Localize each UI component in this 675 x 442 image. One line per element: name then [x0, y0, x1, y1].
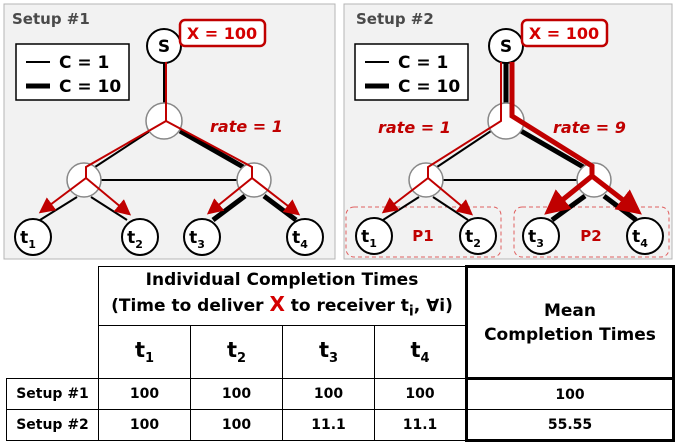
partition-p2-box — [513, 206, 670, 258]
svg-text:X = 100: X = 100 — [529, 24, 599, 43]
receiver-t1-label: t1 — [20, 228, 36, 251]
table-cell: 100 — [98, 409, 191, 441]
table-corner — [7, 326, 99, 379]
table-corner — [7, 267, 99, 326]
setup2-flow — [381, 62, 642, 216]
setup2-legend: C = 1 C = 10 — [354, 43, 469, 101]
x-mark: X — [269, 292, 285, 317]
partition-p1-box — [345, 206, 502, 258]
setup2-rate-right-label: rate = 9 — [553, 118, 626, 137]
table-cell: 11.1 — [282, 409, 375, 441]
receiver-t2-label: t2 — [127, 228, 143, 251]
receiver-t3-label: t3 — [528, 227, 544, 250]
column-header-t1: t1 — [98, 325, 191, 379]
mean-cell: 100 — [465, 378, 675, 410]
legend-c10-label: C = 10 — [398, 77, 460, 97]
source-node-label: S — [500, 37, 512, 57]
receiver-t1-label: t1 — [361, 227, 377, 250]
individual-times-header: Individual Completion Times (Time to del… — [98, 266, 467, 326]
setup1-receivers: t1 t2 t3 t4 — [14, 218, 324, 256]
setup1-x-label: X = 100 — [178, 18, 267, 48]
setup1-edges — [39, 63, 298, 222]
receiver-t2-label: t2 — [465, 227, 481, 250]
setup1-rate-label: rate = 1 — [210, 117, 283, 136]
partition-p2-label: P2 — [580, 227, 601, 245]
setup1-panel: Setup #1 C = 1 C = 10 S — [3, 3, 336, 260]
setup2-panel: Setup #2 C = 1 C = 10 S — [343, 3, 673, 260]
table-cell: 11.1 — [374, 409, 467, 441]
receiver-t3-label: t3 — [189, 228, 205, 251]
legend-c10-label: C = 10 — [59, 77, 121, 97]
setup2-receivers: t1 t2 t3 t4 — [355, 217, 664, 255]
svg-text:X = 100: X = 100 — [187, 24, 257, 43]
legend-c1-label: C = 1 — [398, 53, 448, 73]
row-label: Setup #2 — [6, 409, 99, 441]
setup2-title: Setup #2 — [356, 10, 434, 28]
table-cell: 100 — [190, 378, 283, 410]
completion-times-table: Individual Completion Times (Time to del… — [6, 265, 675, 442]
legend-c1-label: C = 1 — [59, 53, 109, 73]
table-cell: 100 — [98, 378, 191, 410]
setup1-title: Setup #1 — [12, 10, 90, 28]
column-header-t4: t4 — [374, 325, 467, 379]
receiver-t4-label: t4 — [292, 228, 308, 251]
column-header-t2: t2 — [190, 325, 283, 379]
partition-p1-label: P1 — [412, 227, 433, 245]
source-node-label: S — [158, 37, 170, 57]
setup2-x-label: X = 100 — [520, 18, 609, 48]
table-row: Setup #2 100 100 11.1 11.1 55.55 — [6, 409, 675, 442]
setup1-flow — [38, 62, 301, 216]
receiver-t4-label: t4 — [632, 227, 648, 250]
setup2-rate-left-label: rate = 1 — [378, 118, 451, 137]
column-header-t3: t3 — [282, 325, 375, 379]
table-cell: 100 — [374, 378, 467, 410]
table-cell: 100 — [282, 378, 375, 410]
table-row: Setup #1 100 100 100 100 100 — [6, 378, 675, 410]
setup1-legend: C = 1 C = 10 — [15, 43, 130, 101]
diagram-panels: Setup #1 C = 1 C = 10 S — [3, 3, 673, 260]
row-label: Setup #1 — [6, 378, 99, 410]
mean-cell: 55.55 — [465, 409, 675, 442]
table-cell: 100 — [190, 409, 283, 441]
